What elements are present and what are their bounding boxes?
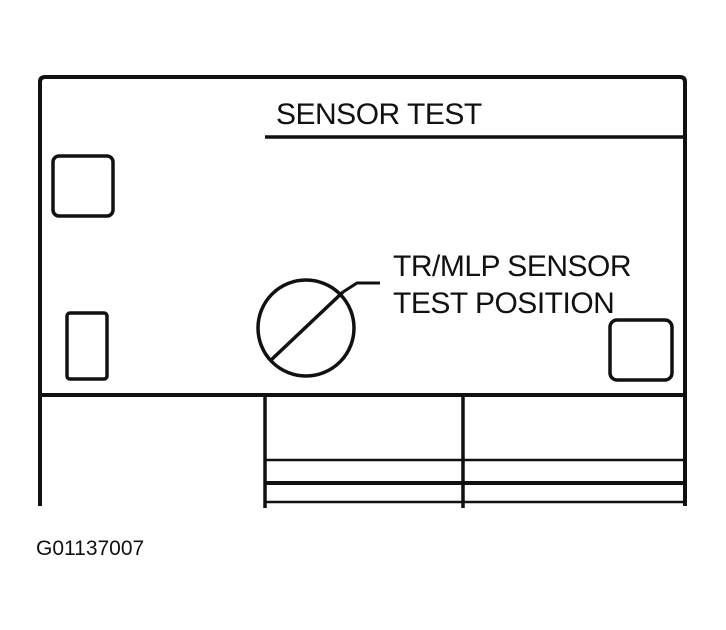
sensor-test-position-circle — [256, 278, 356, 378]
callout-leader-line — [342, 281, 380, 294]
callout-line-1: TR/MLP SENSOR — [393, 250, 631, 283]
sensor-slash-line — [268, 290, 345, 363]
callout-line-2: TEST POSITION — [393, 287, 614, 320]
figure-code: G01137007 — [36, 537, 144, 560]
lower-left-pad — [65, 311, 109, 381]
panel-title: SENSOR TEST — [276, 98, 482, 131]
housing-outline — [38, 75, 687, 506]
upper-left-pad — [51, 154, 115, 218]
lower-right-pad — [608, 318, 674, 382]
